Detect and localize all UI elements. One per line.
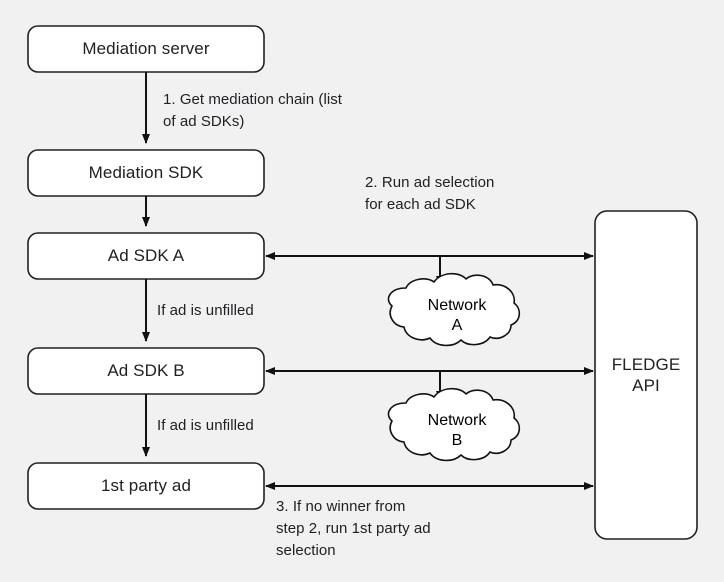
- node-mediation-sdk: [27, 149, 265, 197]
- node-fledge-api: [594, 210, 698, 540]
- node-network-a: [387, 272, 521, 347]
- node-network-b: [387, 387, 521, 462]
- node-mediation-server: [27, 25, 265, 73]
- node-ad-sdk-a: [27, 232, 265, 280]
- node-first-party-ad: [27, 462, 265, 510]
- node-ad-sdk-b: [27, 347, 265, 395]
